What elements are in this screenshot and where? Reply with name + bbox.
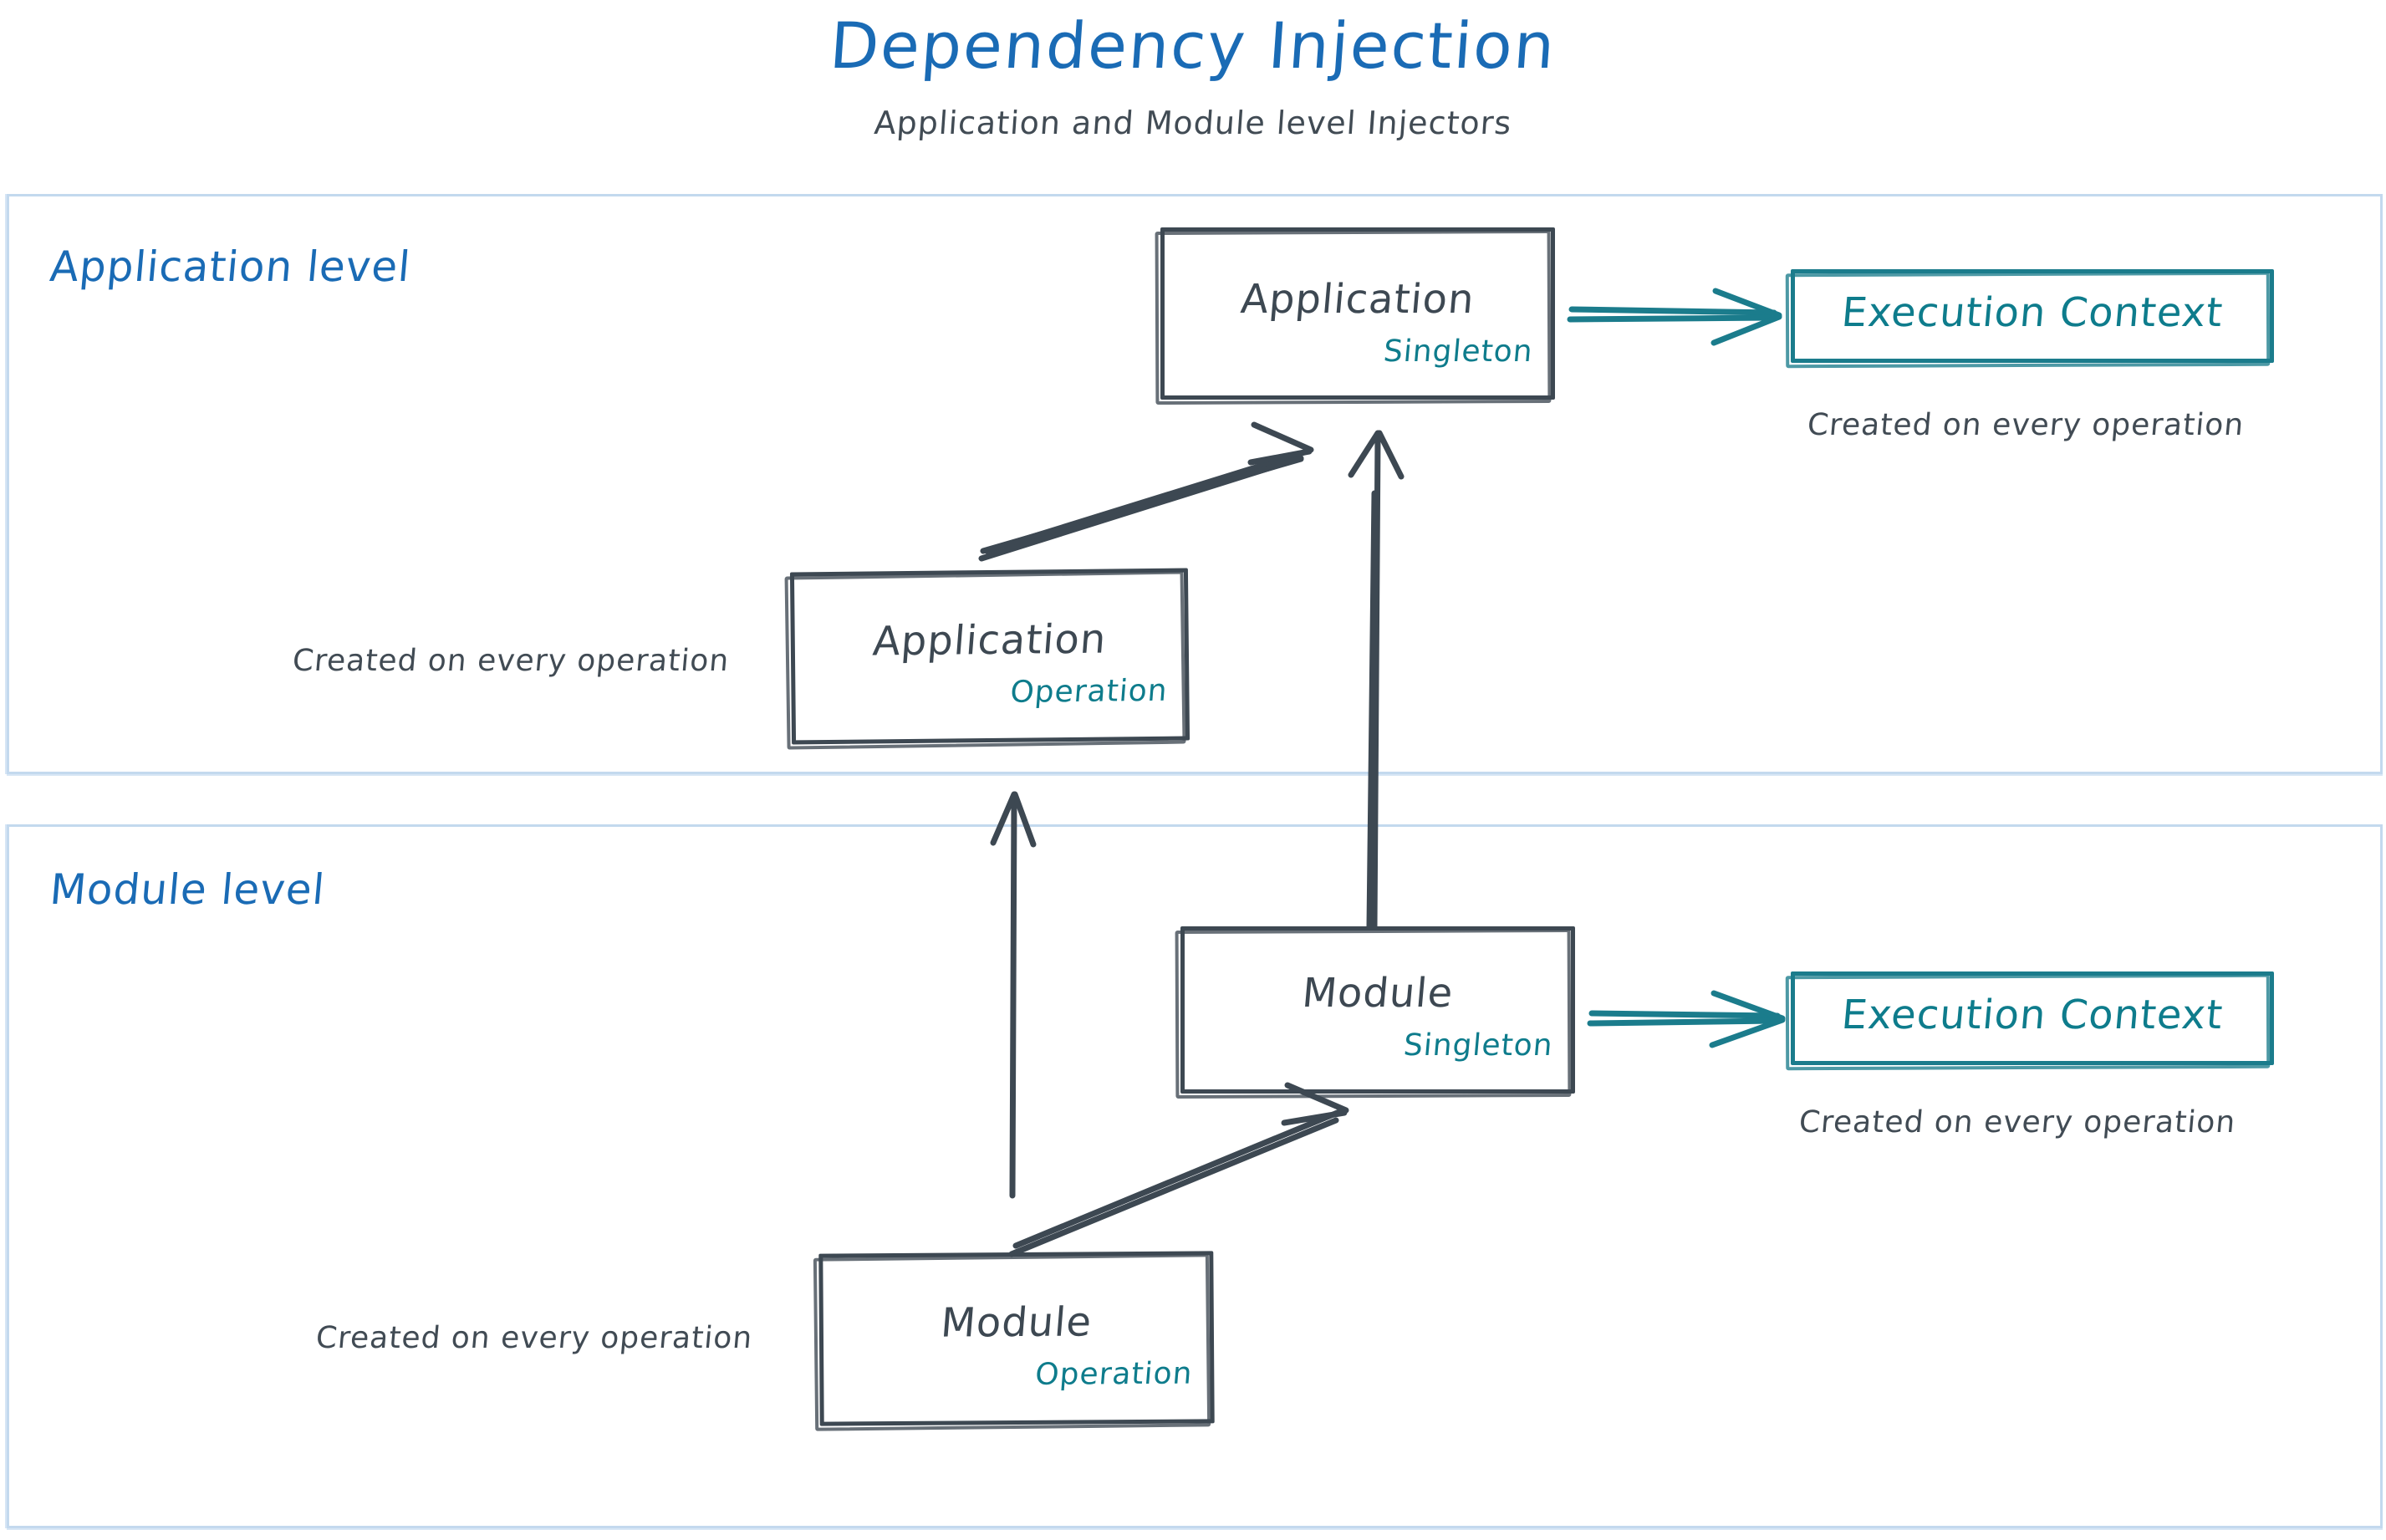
module-level-container	[7, 824, 2383, 1528]
node-title: Execution Context	[1839, 992, 2225, 1038]
node-frame	[1791, 971, 2274, 1065]
node-application-singleton[interactable]: Application Singleton	[1155, 227, 1555, 405]
node-frame	[1791, 269, 2274, 363]
node-application-operation[interactable]: Application Operation	[784, 568, 1190, 750]
node-scope-badge: Operation	[1033, 1356, 1194, 1392]
node-module-operation[interactable]: Module Operation	[813, 1251, 1215, 1431]
caption-module-operation: Created on every operation	[314, 1321, 754, 1355]
application-level-label: Application level	[48, 242, 413, 291]
caption-execution-context-application: Created on every operation	[1806, 408, 2246, 442]
application-level-container	[7, 194, 2383, 774]
node-execution-context-application[interactable]: Execution Context	[1785, 269, 2274, 369]
page-subtitle: Application and Module level Injectors	[873, 105, 1513, 141]
node-title: Application	[871, 615, 1109, 665]
node-scope-badge: Operation	[1008, 673, 1170, 710]
module-level-label: Module level	[48, 865, 328, 914]
node-scope-badge: Singleton	[1402, 1028, 1555, 1063]
node-module-singleton[interactable]: Module Singleton	[1175, 926, 1575, 1099]
node-title: Module	[1300, 970, 1456, 1017]
node-title: Application	[1238, 276, 1477, 323]
page-title: Dependency Injection	[827, 8, 1559, 83]
node-frame	[1160, 227, 1555, 400]
caption-execution-context-module: Created on every operation	[1797, 1105, 2237, 1140]
node-scope-badge: Singleton	[1382, 334, 1535, 369]
node-title: Module	[939, 1298, 1094, 1347]
node-title: Execution Context	[1839, 289, 2225, 336]
node-execution-context-module[interactable]: Execution Context	[1785, 971, 2274, 1071]
caption-application-operation: Created on every operation	[291, 644, 731, 678]
